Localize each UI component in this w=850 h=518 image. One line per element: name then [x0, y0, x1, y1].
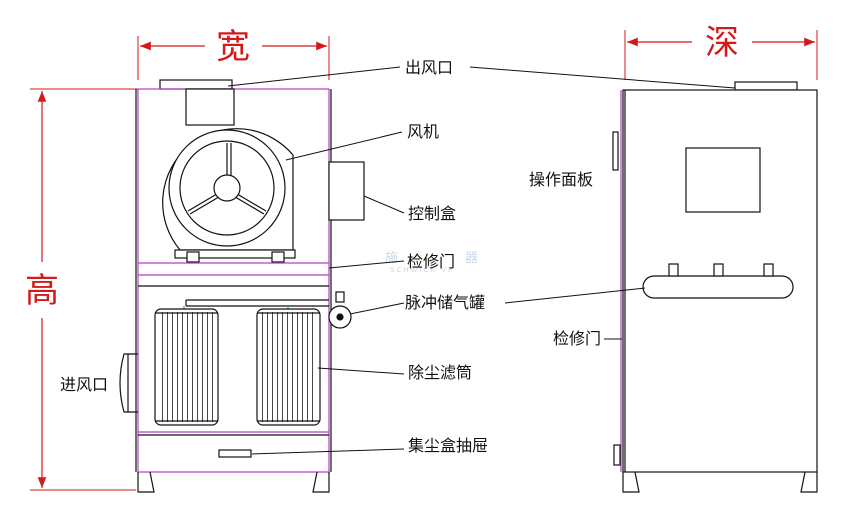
leader-lines — [227, 66, 736, 455]
filter-cartridge-left — [154, 306, 219, 426]
label-outlet: 出风口 — [405, 58, 453, 77]
front-view — [119, 79, 365, 493]
filter-cartridge-right — [256, 306, 321, 426]
labels: 出风口 风机 操作面板 控制盒 检修门 脉冲储气罐 检修门 进风口 除尘滤筒 集… — [60, 58, 601, 455]
outlet-port — [159, 79, 233, 90]
watermark-text-2: 器 — [465, 251, 478, 266]
control-panel-box — [685, 147, 761, 213]
label-access-door-top: 检修门 — [407, 252, 455, 271]
watermark-text-3: SCHWICK VP — [390, 266, 454, 274]
fan-unit — [162, 88, 296, 263]
depth-label: 深 — [705, 23, 739, 63]
inlet-port — [119, 353, 138, 413]
dust-drawer-handle — [218, 449, 252, 458]
front-leg-left — [137, 471, 155, 493]
dimension-width: 宽 — [137, 27, 330, 80]
label-filter-cartridge: 除尘滤筒 — [408, 363, 472, 382]
control-panel-strip — [612, 131, 619, 171]
outlet-port-side — [734, 81, 798, 91]
control-box — [328, 161, 365, 221]
dimension-depth: 深 — [624, 23, 818, 80]
label-access-door-side: 检修门 — [553, 329, 601, 348]
watermark-text-1: 施 — [385, 251, 398, 266]
label-inlet: 进风口 — [60, 375, 108, 394]
label-control-panel: 操作面板 — [529, 170, 593, 189]
side-leg-left — [622, 471, 640, 493]
label-dust-drawer: 集尘盒抽屉 — [408, 436, 488, 455]
side-leg-right — [800, 471, 818, 493]
side-door-hinge — [613, 444, 621, 466]
side-view — [612, 81, 818, 493]
pulse-tank — [642, 263, 794, 299]
width-label: 宽 — [216, 27, 250, 67]
front-leg-right — [312, 471, 330, 493]
label-pulse-tank: 脉冲储气罐 — [405, 293, 485, 312]
dimension-height: 高 — [25, 88, 140, 491]
label-control-box: 控制盒 — [408, 204, 456, 223]
height-label: 高 — [25, 271, 59, 311]
label-fan: 风机 — [407, 122, 439, 141]
